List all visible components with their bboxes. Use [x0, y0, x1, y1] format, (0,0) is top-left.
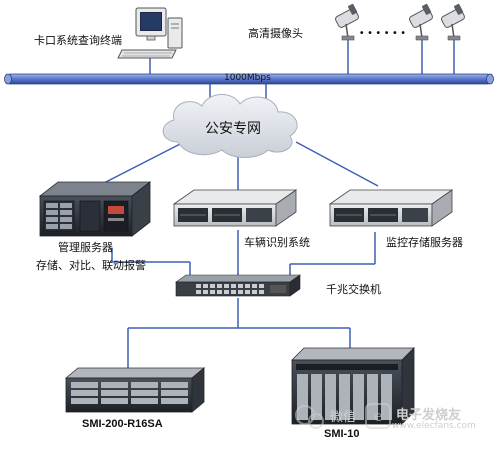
watermark-logo: e — [295, 403, 391, 429]
connection-lines — [97, 38, 455, 368]
terminal-icon — [117, 7, 183, 59]
svg-text:e: e — [374, 409, 383, 425]
storage-array-icon-1 — [64, 367, 206, 413]
network-bus — [4, 73, 494, 85]
label-storage-server: 监控存储服务器 — [386, 236, 463, 249]
label-storage-model-1: SMI-200-R16SA — [82, 418, 163, 430]
storage-array-icon-2 — [291, 347, 415, 425]
watermark-wechat: 微信 — [330, 410, 357, 425]
link-cloud-storage — [295, 141, 379, 187]
label-mgmt-server: 管理服务器 — [58, 241, 113, 254]
cloud-icon — [162, 94, 298, 158]
storage-server-icon — [328, 189, 454, 227]
link-cloud-mgmt — [97, 139, 189, 187]
label-query-terminal: 卡口系统查询终端 — [34, 34, 122, 47]
label-vehicle-recog: 车辆识别系统 — [244, 236, 310, 249]
label-hd-camera: 高清摄像头 — [248, 27, 303, 40]
camera-icon-3 — [441, 3, 465, 41]
label-mgmt-functions: 存储、对比、联动报警 — [36, 259, 146, 272]
switch-icon — [175, 274, 301, 297]
mgmt-server-icon — [38, 181, 152, 237]
camera-ellipsis: • • • • • • — [360, 28, 406, 39]
watermark-site-url: www.elecfans.com — [392, 421, 476, 431]
label-storage-model-2: SMI-10 — [324, 428, 360, 440]
watermark-site-name: 电子发烧友 — [396, 408, 462, 423]
vehicle-server-icon — [172, 189, 298, 227]
camera-icon-1 — [335, 3, 359, 41]
label-police-net: 公安专网 — [205, 121, 261, 137]
label-gigabit-switch: 千兆交换机 — [326, 283, 381, 296]
label-bandwidth: 1000Mbps — [224, 73, 271, 83]
camera-icon-2 — [409, 3, 433, 41]
